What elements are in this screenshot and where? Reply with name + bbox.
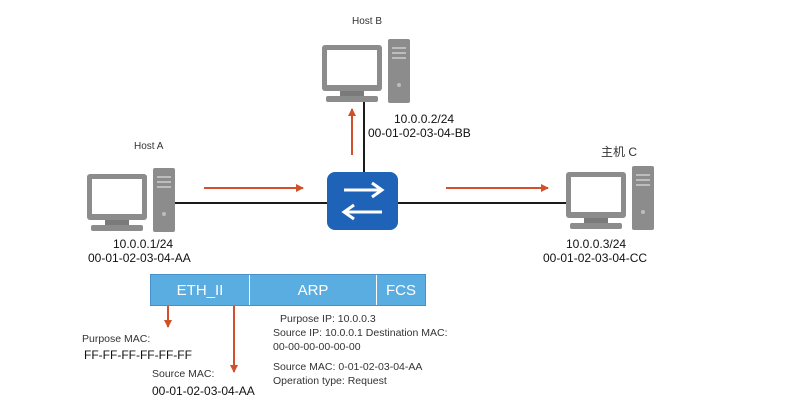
host-c-name: 主机 C bbox=[601, 145, 638, 159]
arp-operation-type: Operation type: Request bbox=[273, 375, 387, 387]
host-c-mac: 00-01-02-03-04-CC bbox=[543, 251, 648, 265]
frame-arp-segment: ARP bbox=[250, 275, 377, 305]
host-a-ip: 10.0.0.1/24 bbox=[113, 237, 174, 251]
purpose-mac-value: FF-FF-FF-FF-FF-FF bbox=[84, 348, 192, 362]
arp-dest-mac: 00-00-00-00-00-00 bbox=[273, 341, 361, 353]
frame-eth-segment: ETH_II bbox=[151, 275, 250, 305]
purpose-mac-label: Purpose MAC: bbox=[82, 333, 151, 345]
arp-source-mac: Source MAC: 0-01-02-03-04-AA bbox=[273, 361, 423, 373]
host-b-computer-icon bbox=[322, 39, 410, 103]
frame-fcs-segment: FCS bbox=[377, 275, 425, 305]
source-mac-value: 00-01-02-03-04-AA bbox=[152, 384, 255, 398]
arp-purpose-ip: Purpose IP: 10.0.0.3 bbox=[280, 313, 376, 325]
host-c-ip: 10.0.0.3/24 bbox=[566, 237, 627, 251]
host-b-mac: 00-01-02-03-04-BB bbox=[368, 126, 471, 140]
host-a-mac: 00-01-02-03-04-AA bbox=[88, 251, 191, 265]
host-b-name: Host B bbox=[352, 16, 383, 27]
source-mac-label: Source MAC: bbox=[152, 368, 215, 380]
switch-icon bbox=[327, 172, 398, 230]
host-a-computer-icon bbox=[87, 168, 175, 232]
arp-source-ip: Source IP: 10.0.0.1 Destination MAC: bbox=[273, 327, 448, 339]
arp-frame: ETH_II ARP FCS bbox=[150, 274, 426, 306]
host-c-computer-icon bbox=[566, 166, 654, 230]
host-b-ip: 10.0.0.2/24 bbox=[394, 112, 455, 126]
host-a-name: Host A bbox=[134, 141, 164, 152]
